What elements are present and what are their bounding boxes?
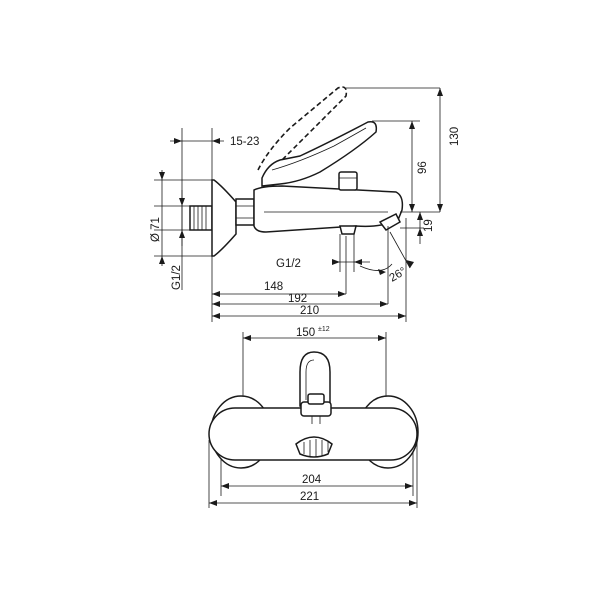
label-96: 96 — [417, 161, 429, 174]
wall-connector-thread — [189, 205, 213, 231]
label-thread-outlet: G1/2 — [276, 258, 301, 270]
label-204: 204 — [302, 474, 322, 486]
front-lever-highlight — [305, 359, 315, 400]
mixer-body — [253, 185, 404, 233]
front-diverter-knob — [300, 393, 332, 424]
front-view: 150 ±12 204 221 — [208, 326, 419, 508]
dimension-96: 96 — [409, 121, 429, 212]
dimension-221: 221 — [209, 491, 417, 506]
label-150: 150 — [296, 327, 315, 339]
label-diameter-71: Ø 71 — [150, 217, 162, 242]
dimension-130: 130 — [437, 88, 461, 212]
side-view: 15-23 Ø 71 G1/2 G1/2 — [150, 86, 461, 322]
lever-highlight — [271, 127, 367, 171]
dimension-diameter-71: Ø 71 — [150, 170, 165, 266]
label-19: 19 — [423, 219, 435, 232]
label-15-23: 15-23 — [230, 136, 259, 148]
dimension-150: 150 ±12 — [243, 326, 386, 341]
label-210: 210 — [300, 305, 319, 317]
label-150-tolerance: ±12 — [318, 326, 330, 333]
label-angle-26: 26° — [388, 266, 409, 285]
dimension-thread-outlet: G1/2 — [276, 234, 370, 272]
label-130: 130 — [449, 127, 461, 146]
wall-rosette — [211, 179, 237, 257]
lever-handle — [261, 120, 378, 187]
dimension-148: 148 — [212, 281, 346, 297]
dimension-192: 192 — [212, 293, 388, 307]
label-thread-wall: G1/2 — [171, 265, 183, 290]
diverter-knob — [338, 171, 358, 191]
front-lever — [299, 351, 331, 407]
aerator-outlet — [295, 436, 333, 458]
label-192: 192 — [288, 293, 307, 305]
dimension-19: 19 — [417, 212, 435, 244]
dimension-204: 204 — [221, 474, 413, 489]
union-nut — [235, 198, 255, 226]
dimension-15-23: 15-23 — [170, 136, 259, 148]
label-221: 221 — [300, 491, 319, 503]
dimension-210: 210 — [212, 305, 406, 319]
lever-raised-outline — [257, 86, 348, 171]
label-148: 148 — [264, 281, 283, 293]
dimension-thread-wall: G1/2 — [154, 190, 190, 290]
